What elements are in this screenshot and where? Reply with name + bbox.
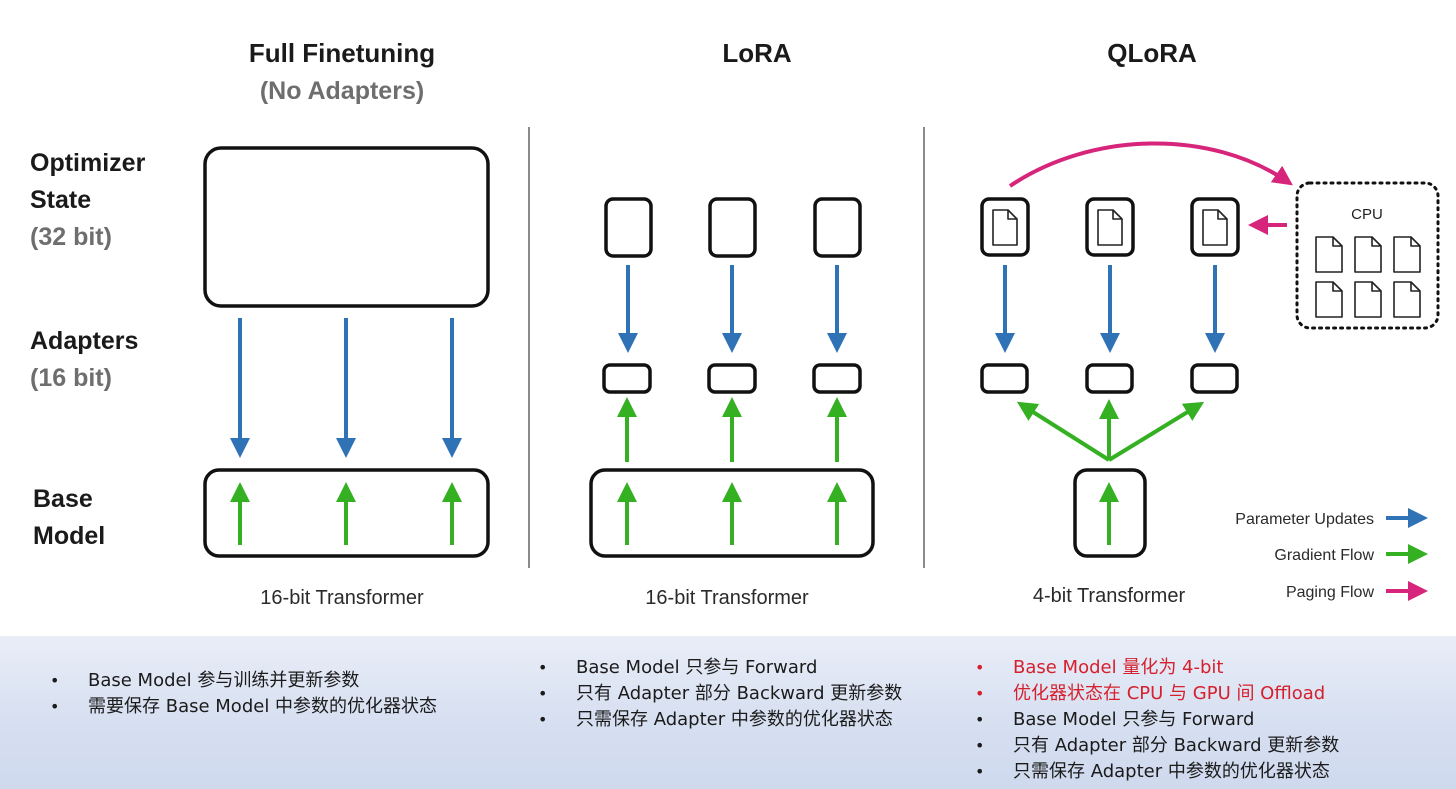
lora-adapter-box-3 xyxy=(812,363,862,394)
qlora-panel: CPU 4-bit Transformer xyxy=(980,141,1440,607)
page-icon xyxy=(1393,281,1421,318)
adapters-bits: (16 bit) xyxy=(30,364,112,392)
optimizer-state-label-line2: State xyxy=(30,186,91,214)
page-icon xyxy=(1202,209,1228,246)
qlora-note-item: Base Model 量化为 4-bit xyxy=(973,655,1339,681)
page-icon xyxy=(1393,236,1421,273)
full-caption: 16-bit Transformer xyxy=(260,587,424,609)
qlora-adapter-box-1 xyxy=(980,363,1029,394)
qlora-gradient-fan-right xyxy=(1107,401,1205,462)
page-icon xyxy=(1097,209,1123,246)
cpu-box xyxy=(1295,181,1440,330)
lora-panel: 16-bit Transformer xyxy=(589,197,875,609)
page-icon xyxy=(1315,281,1343,318)
lora-adapter-box-2 xyxy=(707,363,757,394)
adapters-label: Adapters xyxy=(30,327,138,355)
page-icon xyxy=(1315,236,1343,273)
qlora-optimizer-box-2 xyxy=(1085,197,1135,257)
qlora-notes: Base Model 量化为 4-bit优化器状态在 CPU 与 GPU 间 O… xyxy=(973,655,1339,785)
qlora-optimizer-box-1 xyxy=(980,197,1030,257)
qlora-caption: 4-bit Transformer xyxy=(1033,585,1186,607)
lora-optimizer-box-1 xyxy=(604,197,653,258)
page-icon xyxy=(992,209,1018,246)
lora-title: LoRA xyxy=(722,38,792,68)
full-finetuning-subtitle: (No Adapters) xyxy=(260,77,424,105)
qlora-title: QLoRA xyxy=(1107,38,1197,68)
lora-caption: 16-bit Transformer xyxy=(645,587,809,609)
qlora-note-item: 只需保存 Adapter 中参数的优化器状态 xyxy=(973,759,1339,785)
full-optimizer-state-box xyxy=(203,146,490,308)
legend-paging-flow-label: Paging Flow xyxy=(1286,584,1374,601)
lora-optimizer-box-2 xyxy=(708,197,757,258)
lora-note-item: 只需保存 Adapter 中参数的优化器状态 xyxy=(536,707,902,733)
lora-adapter-box-1 xyxy=(602,363,652,394)
page-icon xyxy=(1354,236,1382,273)
qlora-adapter-box-3 xyxy=(1190,363,1239,394)
full-finetuning-panel: 16-bit Transformer xyxy=(203,146,490,609)
page-icon xyxy=(1354,281,1382,318)
lora-note-item: Base Model 只参与 Forward xyxy=(536,655,902,681)
full-finetuning-notes: Base Model 参与训练并更新参数需要保存 Base Model 中参数的… xyxy=(48,668,437,720)
legend: Parameter Updates Gradient Flow Paging F… xyxy=(1235,508,1428,601)
legend-parameter-updates-label: Parameter Updates xyxy=(1235,511,1374,528)
notes-footer: Base Model 参与训练并更新参数需要保存 Base Model 中参数的… xyxy=(0,636,1456,789)
base-model-label-line1: Base xyxy=(33,485,93,513)
base-model-label-line2: Model xyxy=(33,522,105,550)
optimizer-state-bits: (32 bit) xyxy=(30,223,112,251)
qlora-optimizer-box-3 xyxy=(1190,197,1240,257)
qlora-note-item: 只有 Adapter 部分 Backward 更新参数 xyxy=(973,733,1339,759)
lora-optimizer-box-3 xyxy=(813,197,862,258)
legend-gradient-flow-label: Gradient Flow xyxy=(1274,547,1374,564)
full-finetuning-title: Full Finetuning xyxy=(249,38,435,68)
qlora-note-item: Base Model 只参与 Forward xyxy=(973,707,1339,733)
qlora-gradient-fan-left xyxy=(1016,401,1111,462)
full-note-item: Base Model 参与训练并更新参数 xyxy=(48,668,437,694)
full-note-item: 需要保存 Base Model 中参数的优化器状态 xyxy=(48,694,437,720)
paging-flow-arc xyxy=(1008,141,1293,188)
finetuning-comparison-diagram: Full Finetuning (No Adapters) LoRA QLoRA… xyxy=(30,38,1440,609)
qlora-note-item: 优化器状态在 CPU 与 GPU 间 Offload xyxy=(973,681,1339,707)
lora-note-item: 只有 Adapter 部分 Backward 更新参数 xyxy=(536,681,902,707)
lora-notes: Base Model 只参与 Forward只有 Adapter 部分 Back… xyxy=(536,655,902,733)
optimizer-state-label-line1: Optimizer xyxy=(30,149,146,177)
cpu-label: CPU xyxy=(1351,206,1383,223)
qlora-adapter-box-2 xyxy=(1085,363,1134,394)
